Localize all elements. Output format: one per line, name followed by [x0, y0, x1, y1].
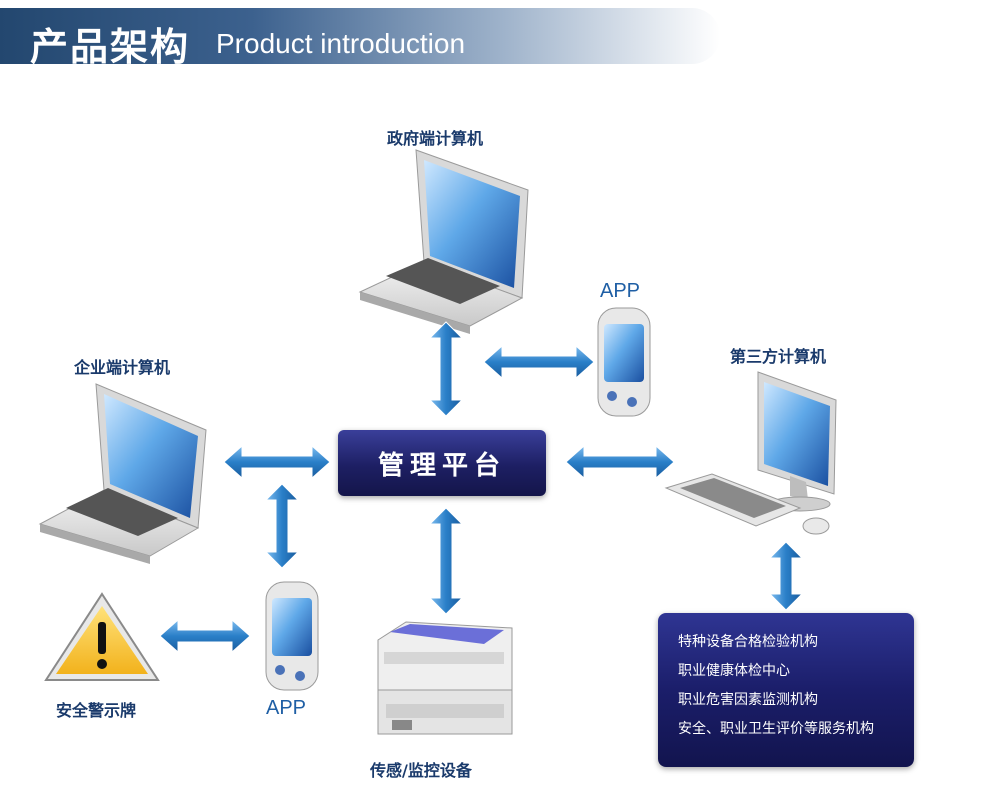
arrow-platform-desktop: [565, 444, 675, 480]
phone-icon-bottom: [265, 581, 319, 691]
organization-item: 职业危害因素监测机构: [678, 692, 818, 708]
header-banner: 产品架构 Product introduction: [0, 8, 720, 69]
arrow-enterprise-platform: [223, 444, 331, 480]
arrow-warning-phone: [159, 618, 251, 654]
arrow-enterprise-phone: [264, 483, 300, 569]
warning-sign-icon: [44, 592, 160, 681]
phone-icon-top: [597, 307, 651, 417]
organization-item: 安全、职业卫生评价等服务机构: [678, 721, 874, 737]
management-platform-box: 管理平台: [338, 430, 546, 496]
sensor-devices-label: 传感/监控设备: [370, 761, 472, 780]
warning-sign-label: 安全警示牌: [56, 701, 137, 720]
organizations-panel: 特种设备合格检验机构 职业健康体检中心 职业危害因素监测机构 安全、职业卫生评价…: [658, 613, 914, 767]
arrow-platform-sensor: [428, 507, 464, 615]
gov-laptop-icon: [358, 149, 529, 334]
organization-item: 特种设备合格检验机构: [678, 634, 818, 650]
app-label-bottom: APP: [266, 697, 307, 719]
arrow-platform-gov: [428, 321, 464, 417]
enterprise-computer-label: 企业端计算机: [74, 358, 171, 377]
arrow-desktop-orgs: [768, 541, 804, 611]
page-title: 产品架构: [30, 25, 191, 69]
sensor-device-icon: [377, 621, 513, 735]
enterprise-laptop-icon: [38, 383, 207, 564]
desktop-computer-icon: [664, 371, 837, 535]
third-party-computer-label: 第三方计算机: [730, 347, 827, 366]
arrow-gov-phone: [483, 344, 595, 380]
organization-item: 职业健康体检中心: [678, 663, 790, 679]
app-label-top: APP: [600, 280, 641, 302]
gov-computer-label: 政府端计算机: [387, 129, 484, 148]
page-subtitle: Product introduction: [216, 28, 466, 59]
